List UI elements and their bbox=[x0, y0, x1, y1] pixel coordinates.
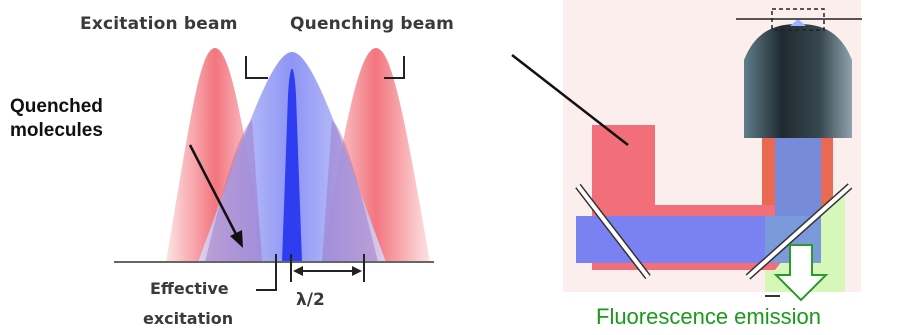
fluorescence-emission-label: Fluorescence emission bbox=[596, 304, 821, 329]
quenching-bracket bbox=[384, 56, 405, 79]
lambda-arrow-left bbox=[293, 266, 303, 276]
excitation-bracket bbox=[245, 56, 268, 79]
connector-line bbox=[511, 54, 629, 146]
quenched-arrow-line bbox=[188, 144, 240, 239]
overlap-left bbox=[205, 120, 262, 262]
effective-label-line2: excitation bbox=[143, 309, 234, 328]
sample-box bbox=[771, 8, 825, 31]
excitation-beam-label: Excitation beam bbox=[80, 14, 238, 34]
objective-nose bbox=[744, 24, 852, 60]
quench-beam-edge bbox=[762, 138, 775, 205]
quenching-beam-label: Quenching beam bbox=[290, 14, 455, 34]
quenched-label-line2: molecules bbox=[10, 120, 103, 141]
lambda-arrow-right bbox=[352, 266, 362, 276]
quench-beam-edge-right bbox=[820, 138, 833, 214]
mirror-right bbox=[746, 184, 852, 279]
overlap-right bbox=[322, 120, 378, 262]
focus-spot bbox=[790, 19, 806, 26]
quenched-label-line1: Quenched bbox=[10, 96, 103, 117]
effective-core bbox=[282, 68, 302, 262]
effective-label-line1: Effective bbox=[150, 279, 229, 298]
effective-bracket bbox=[256, 254, 277, 291]
emission-arrow bbox=[773, 244, 829, 302]
quenched-arrowhead bbox=[230, 230, 243, 248]
objective-body bbox=[744, 60, 852, 138]
mirror-left bbox=[576, 184, 650, 279]
lambda-half-label: λ/2 bbox=[296, 290, 325, 310]
